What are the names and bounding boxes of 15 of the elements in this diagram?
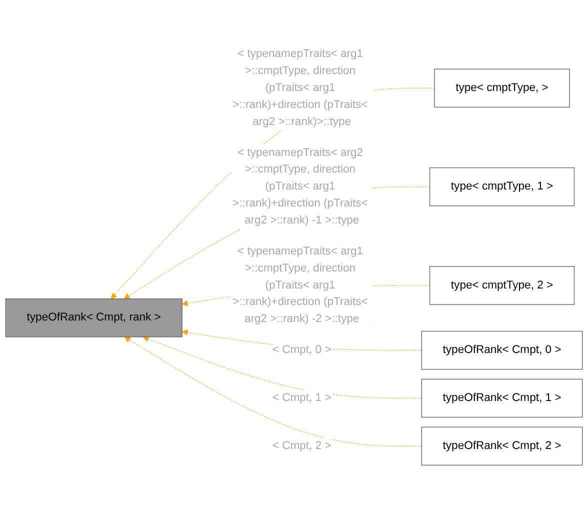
node-box: type< cmptType, > (434, 68, 570, 108)
node-box: typeOfRank< Cmpt, rank > (5, 298, 182, 338)
node-box: typeOfRank< Cmpt, 1 > (421, 378, 583, 418)
node-box: typeOfRank< Cmpt, 0 > (421, 330, 583, 370)
edge-label: < Cmpt, 0 > (272, 344, 332, 356)
node-box: type< cmptType, 2 > (429, 266, 575, 305)
edge-label: < typenamepTraits< arg2 >::cmptType, direction (pTraits< arg1 >::rank)+direction (pTraits< arg2 >::rank) -1 >::type (232, 146, 368, 226)
arrow (142, 336, 422, 399)
node-box: type< cmptType, 1 > (429, 167, 575, 206)
edge-label: < typenamepTraits< arg1 >::cmptType, direction (pTraits< arg1 >::rank)+direction (pTraits< arg2 >::rank) -2 >::type (232, 245, 368, 325)
edge-label: < Cmpt, 1 > (272, 392, 332, 404)
edge-label: < typenamepTraits< arg1 >::cmptType, direction (pTraits< arg1 >::rank)+direction (pTraits< arg2 >::rank)>::type (232, 48, 368, 128)
edge-label: < Cmpt, 2 > (272, 440, 332, 452)
arrow (124, 336, 422, 446)
node-box: typeOfRank< Cmpt, 2 > (421, 426, 583, 466)
